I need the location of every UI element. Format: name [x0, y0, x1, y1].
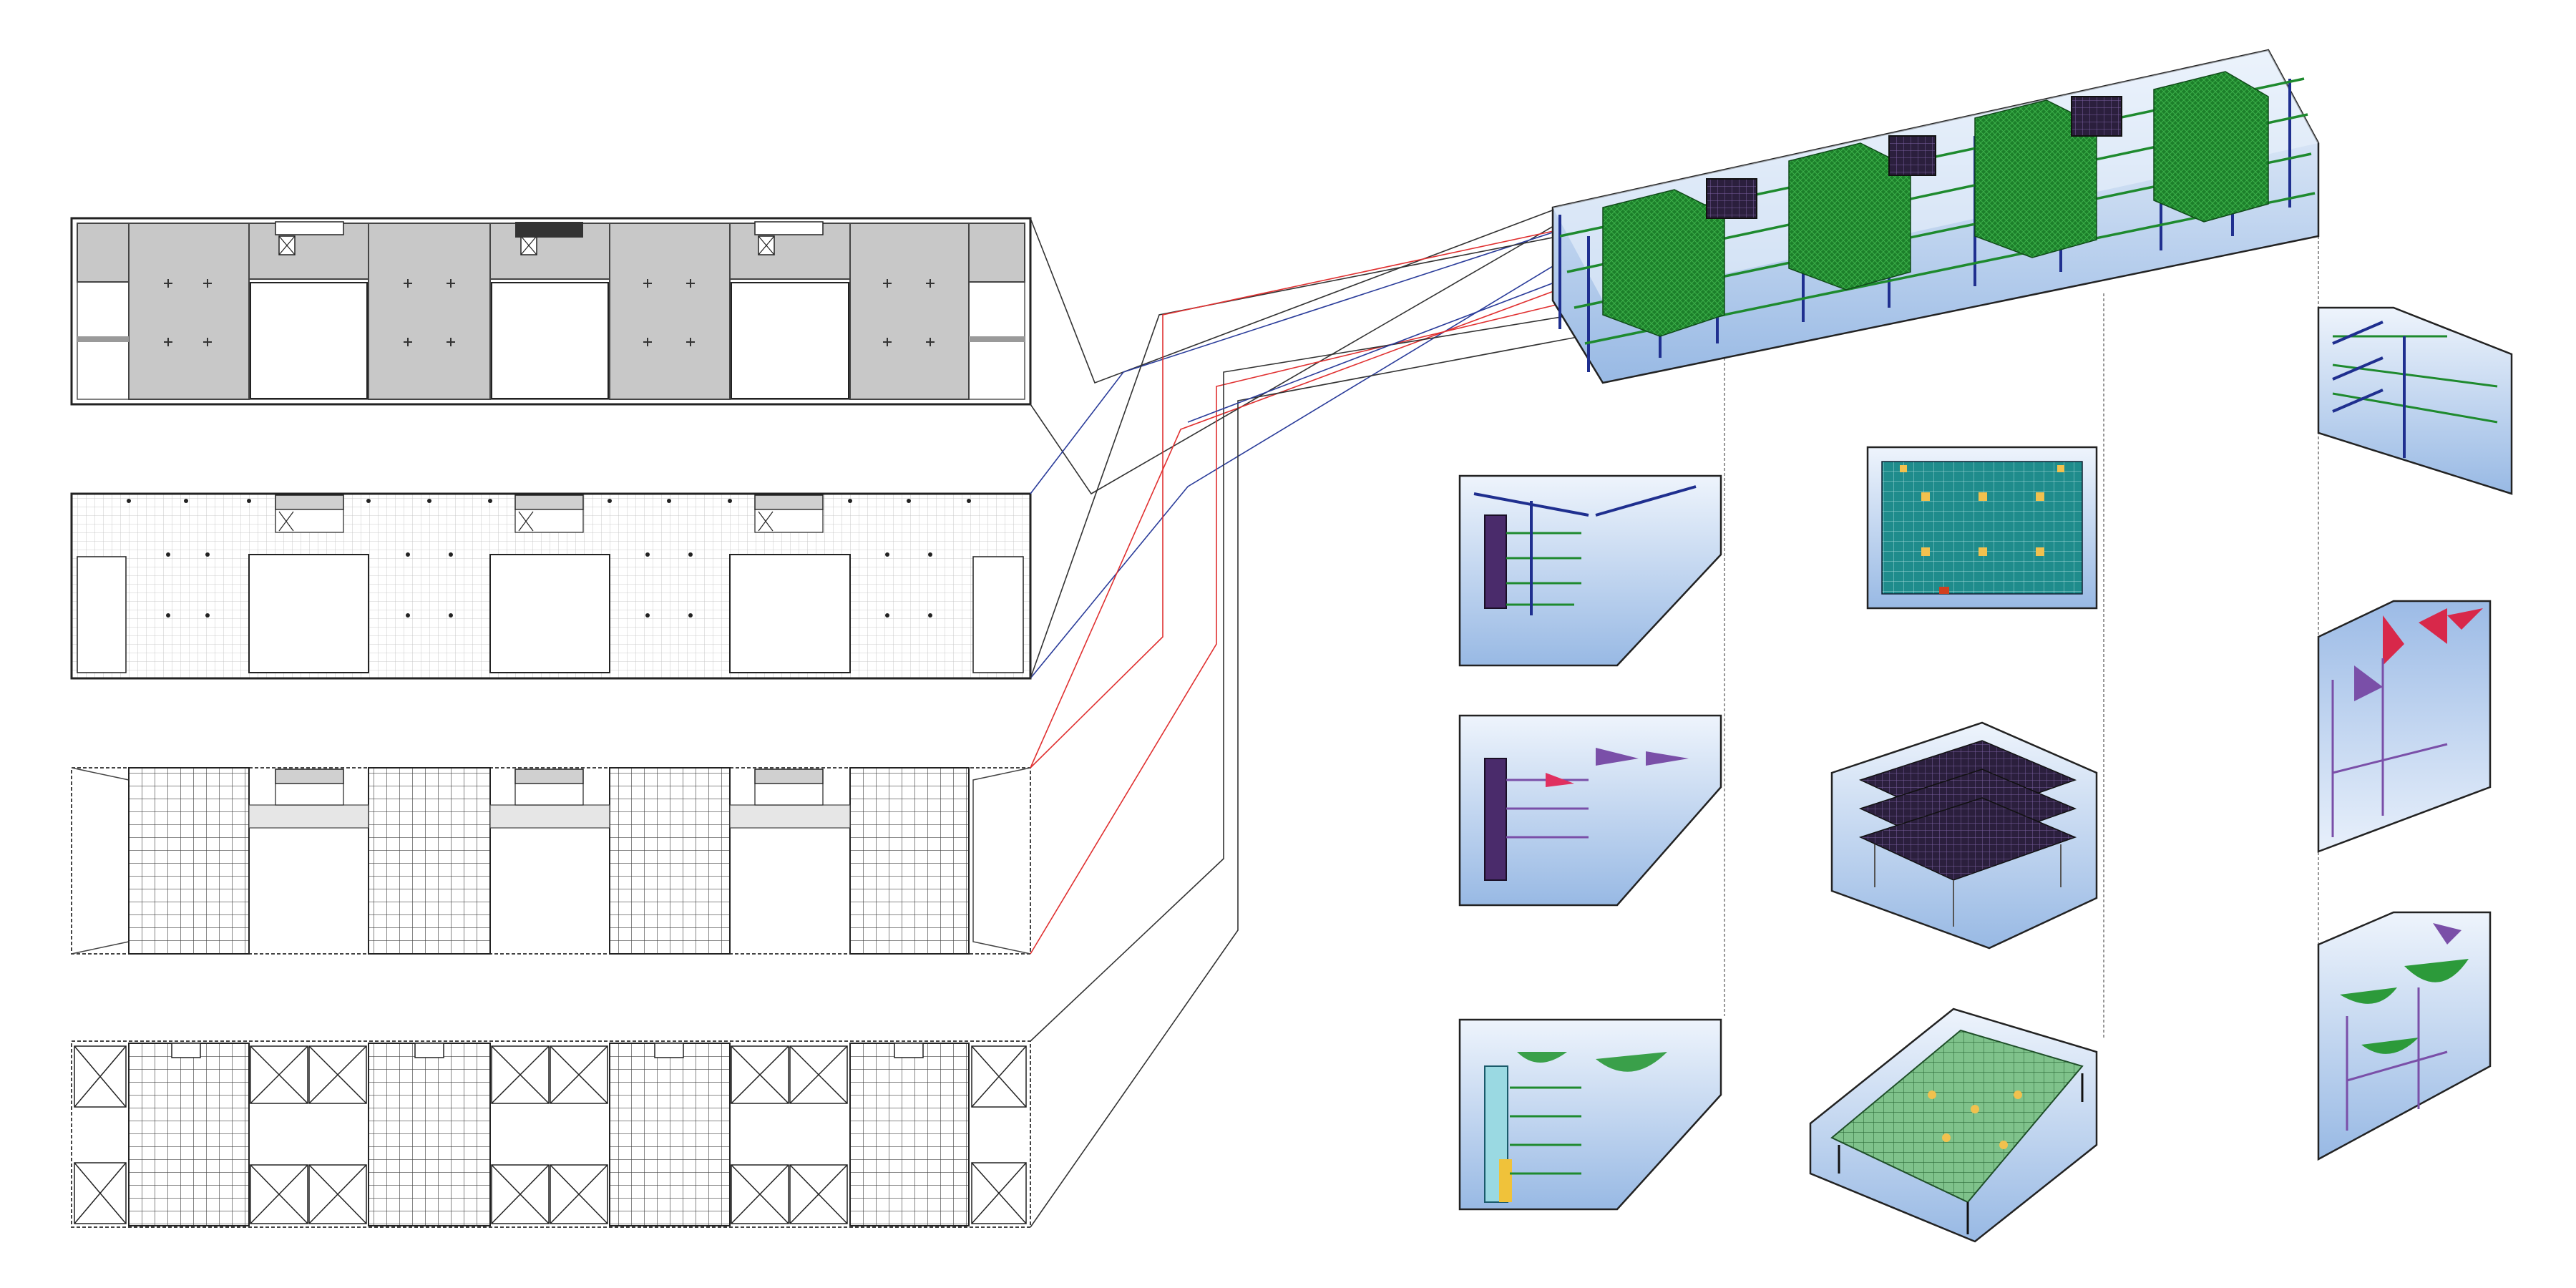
detail-panel-core-moment	[1458, 714, 1722, 907]
main-3d-model	[1551, 49, 2320, 384]
detail-panel-slab-deform	[1809, 1008, 2098, 1243]
detail-panel-moment-green	[2317, 911, 2492, 1161]
detail-panel-slab-plan	[1866, 446, 2098, 610]
connector-lines	[1030, 207, 1582, 1228]
detail-panel-end-frame	[2317, 306, 2513, 495]
plan-4-waffle-openings	[71, 1040, 1031, 1228]
detail-panel-moment-red	[2317, 600, 2492, 853]
detail-panel-core-stress	[1458, 1018, 1722, 1211]
detail-panel-multi-floor	[1830, 721, 2098, 950]
plan-2-fine-grid	[70, 492, 1032, 680]
plan-1-solid-slab	[70, 217, 1032, 406]
drop-lines	[1724, 236, 2319, 1145]
detail-panel-core-frame	[1458, 474, 1722, 667]
plan-3-waffle-slab	[71, 767, 1031, 955]
